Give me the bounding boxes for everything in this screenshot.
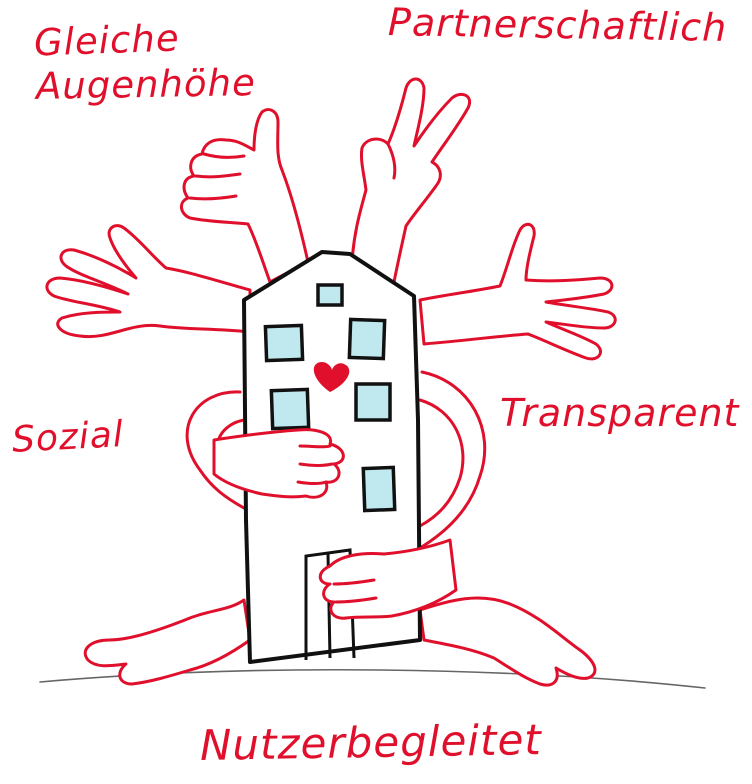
label-partnerschaftlich: Partnerschaftlich (388, 3, 728, 47)
window-1 (265, 325, 302, 360)
label-transparent: Transparent (500, 394, 739, 432)
open-hand-right (420, 224, 615, 359)
victory-hand (352, 79, 470, 282)
right-curved-arm (420, 372, 485, 548)
window-top (318, 285, 342, 305)
window-4 (356, 384, 390, 420)
window-2 (349, 319, 384, 358)
open-hand-left (47, 226, 250, 337)
label-gleiche: Gleiche (33, 19, 180, 61)
window-3 (271, 389, 308, 428)
label-sozial: Sozial (11, 417, 125, 459)
thumbs-up-hand (181, 110, 308, 282)
hugging-hand-left (214, 430, 343, 498)
label-augenhoehe: Augenhöhe (36, 64, 256, 105)
window-5 (363, 467, 394, 510)
label-nutzerbegleitet: Nutzerbegleitet (200, 719, 542, 767)
